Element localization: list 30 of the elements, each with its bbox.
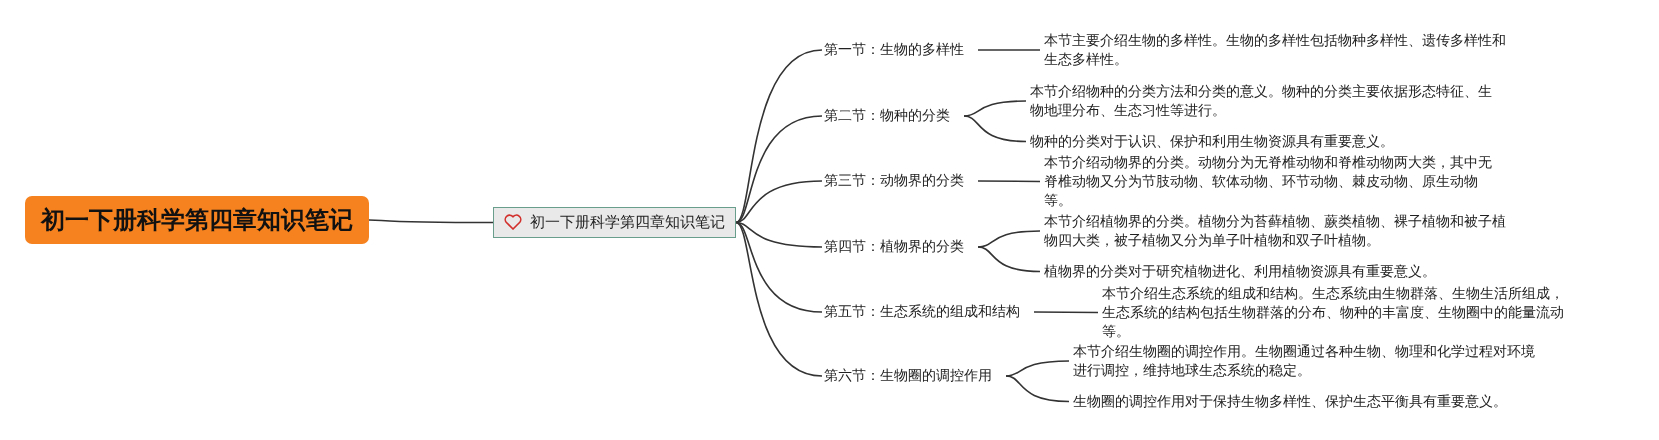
connector-line	[1005, 360, 1070, 377]
note-text: 本节主要介绍生物的多样性。生物的多样性包括物种多样性、遗传多样性和生态多样性。	[1040, 29, 1521, 71]
connector-line	[368, 219, 494, 224]
note-text: 本节介绍物种的分类方法和分类的意义。物种的分类主要依据形态特征、生物地理分布、生态习性等进行。	[1026, 80, 1507, 122]
note-text: 本节介绍植物界的分类。植物分为苔藓植物、蕨类植物、裸子植物和被子植物四大类，被子植物又分为单子叶植物和双子叶植物。	[1040, 210, 1521, 252]
connector-line	[977, 49, 1041, 51]
note-text: 本节介绍生物圈的调控作用。生物圈通过各种生物、物理和化学过程对环境进行调控，维持地球生态系统的稳定。	[1069, 340, 1550, 382]
note-text: 生物圈的调控作用对于保持生物多样性、保护生态平衡具有重要意义。	[1069, 389, 1550, 413]
central-topic-box: 初一下册科学第四章知识笔记	[25, 196, 369, 244]
connector-line	[977, 230, 1041, 248]
section-label: 第四节：植物界的分类	[822, 234, 978, 260]
section-label: 第一节：生物的多样性	[822, 37, 978, 63]
connector-line	[1005, 375, 1070, 403]
connector-line	[963, 115, 1027, 143]
note-text: 物种的分类对于认识、保护和利用生物资源具有重要意义。	[1026, 129, 1507, 153]
topic-text: 初一下册科学第四章知识笔记	[530, 212, 725, 232]
section-label: 第二节：物种的分类	[822, 103, 964, 129]
main-topic-box	[493, 206, 736, 238]
connector-line	[963, 100, 1027, 117]
connector-line	[735, 221, 823, 377]
connector-line	[977, 180, 1041, 183]
note-text: 植物界的分类对于研究植物进化、利用植物资源具有重要意义。	[1040, 259, 1521, 283]
section-label: 第三节：动物界的分类	[822, 168, 978, 194]
connector-line	[977, 246, 1041, 273]
section-label: 第六节：生物圈的调控作用	[822, 363, 1006, 389]
note-text: 本节介绍生态系统的组成和结构。生态系统由生物群落、生物生活所组成，生态系统的结构包括生物群落的分布、物种的丰富度、生物圈中的能量流动等。	[1098, 281, 1579, 343]
section-label: 第五节：生态系统的组成和结构	[822, 299, 1034, 325]
note-text: 本节介绍动物界的分类。动物分为无脊椎动物和脊椎动物两大类，其中无脊椎动物又分为节肢动物、软体动物、环节动物、棘皮动物、原生动物等。	[1040, 150, 1508, 212]
connector-line	[1033, 311, 1099, 314]
connector-line	[735, 49, 823, 224]
